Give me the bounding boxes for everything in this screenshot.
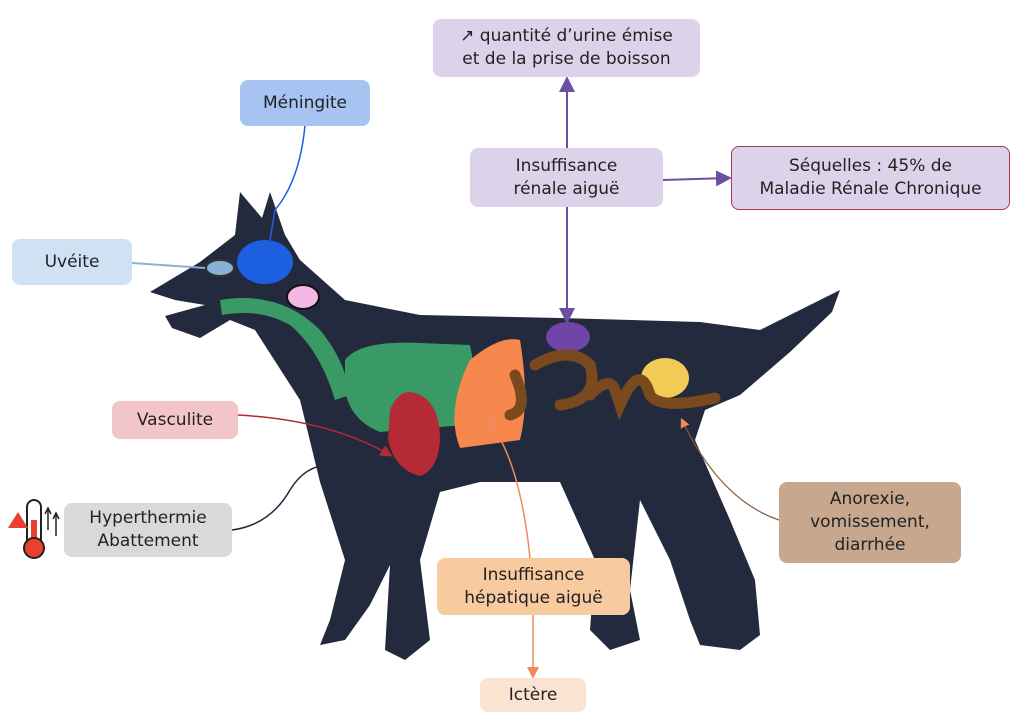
hyperthermie-label: Hyperthermie Abattement xyxy=(64,503,232,557)
thermometer-icon xyxy=(8,499,60,559)
anorexie-connector xyxy=(680,417,780,521)
uveite-label: Uvéite xyxy=(12,239,132,285)
eye xyxy=(205,259,235,277)
meningite-label: Méningite xyxy=(240,80,370,126)
lungs xyxy=(345,342,474,432)
hyperthermie-connector xyxy=(231,464,331,531)
renal-to-sequelles-connector xyxy=(662,170,732,187)
trachea xyxy=(220,298,350,400)
intestines xyxy=(504,349,721,421)
heart xyxy=(388,392,440,476)
hepatique-connector xyxy=(486,417,531,559)
brain xyxy=(237,240,293,284)
vasculite-connector xyxy=(237,414,393,457)
vasculite-label: Vasculite xyxy=(112,401,238,439)
pink-gland xyxy=(286,284,320,310)
kidney xyxy=(546,322,590,352)
anorexie-label: Anorexie, vomissement, diarrhée xyxy=(779,482,961,563)
ictere-label: Ictère xyxy=(480,678,586,712)
urine-label: ↗ quantité d’urine émise et de la prise … xyxy=(433,19,700,77)
renale-label: Insuffisance rénale aiguë xyxy=(470,148,663,207)
hepatique-label: Insuffisance hépatique aiguë xyxy=(437,558,630,615)
sequelles-label: Séquelles : 45% de Maladie Rénale Chroni… xyxy=(731,146,1010,210)
liver xyxy=(454,339,525,448)
meningite-connector xyxy=(269,124,306,241)
uveite-connector xyxy=(131,262,206,269)
